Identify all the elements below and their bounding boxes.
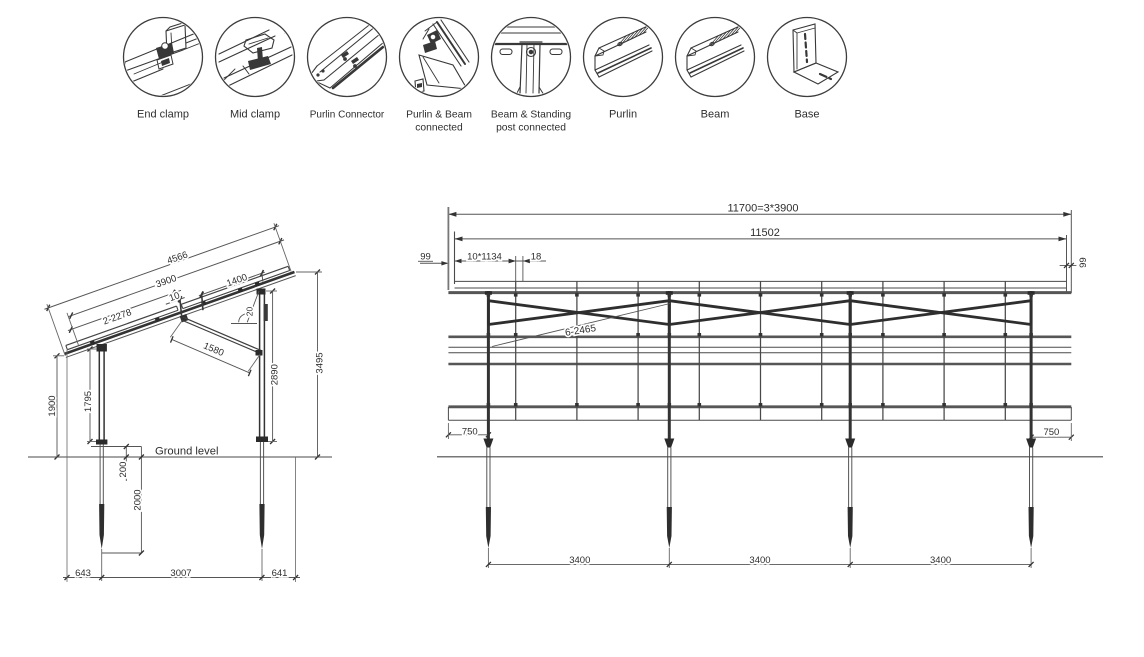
svg-text:Beam & Standing: Beam & Standing xyxy=(491,110,571,121)
svg-text:1900: 1900 xyxy=(47,395,58,416)
svg-text:2000: 2000 xyxy=(133,489,144,510)
svg-text:20: 20 xyxy=(244,307,254,317)
svg-text:post connected: post connected xyxy=(496,123,566,134)
svg-text:Purlin: Purlin xyxy=(609,109,637,121)
svg-text:Mid clamp: Mid clamp xyxy=(230,109,280,121)
svg-text:99: 99 xyxy=(420,252,431,263)
svg-text:3400: 3400 xyxy=(930,555,951,566)
svg-text:643: 643 xyxy=(75,568,91,579)
svg-text:11700=3*3900: 11700=3*3900 xyxy=(727,202,798,214)
svg-text:641: 641 xyxy=(272,568,288,579)
svg-text:Beam: Beam xyxy=(701,109,730,121)
svg-text:99: 99 xyxy=(1078,257,1089,268)
svg-text:connected: connected xyxy=(415,123,463,134)
svg-text:1795: 1795 xyxy=(83,391,94,412)
svg-text:3400: 3400 xyxy=(569,555,590,566)
svg-text:10*1134: 10*1134 xyxy=(467,251,502,262)
svg-text:Ground level: Ground level xyxy=(155,446,218,458)
svg-text:750: 750 xyxy=(462,427,478,438)
svg-text:200: 200 xyxy=(118,462,129,478)
svg-text:3495: 3495 xyxy=(315,352,326,373)
svg-text:2890: 2890 xyxy=(270,364,281,385)
svg-text:End clamp: End clamp xyxy=(137,109,189,121)
svg-text:18: 18 xyxy=(531,251,542,262)
svg-text:3007: 3007 xyxy=(170,568,191,579)
svg-text:Purlin Connector: Purlin Connector xyxy=(310,110,385,121)
svg-text:11502: 11502 xyxy=(750,227,780,239)
svg-text:Base: Base xyxy=(794,109,819,121)
svg-text:3400: 3400 xyxy=(749,555,770,566)
svg-text:Purlin & Beam: Purlin & Beam xyxy=(406,110,472,121)
svg-text:750: 750 xyxy=(1043,427,1059,438)
